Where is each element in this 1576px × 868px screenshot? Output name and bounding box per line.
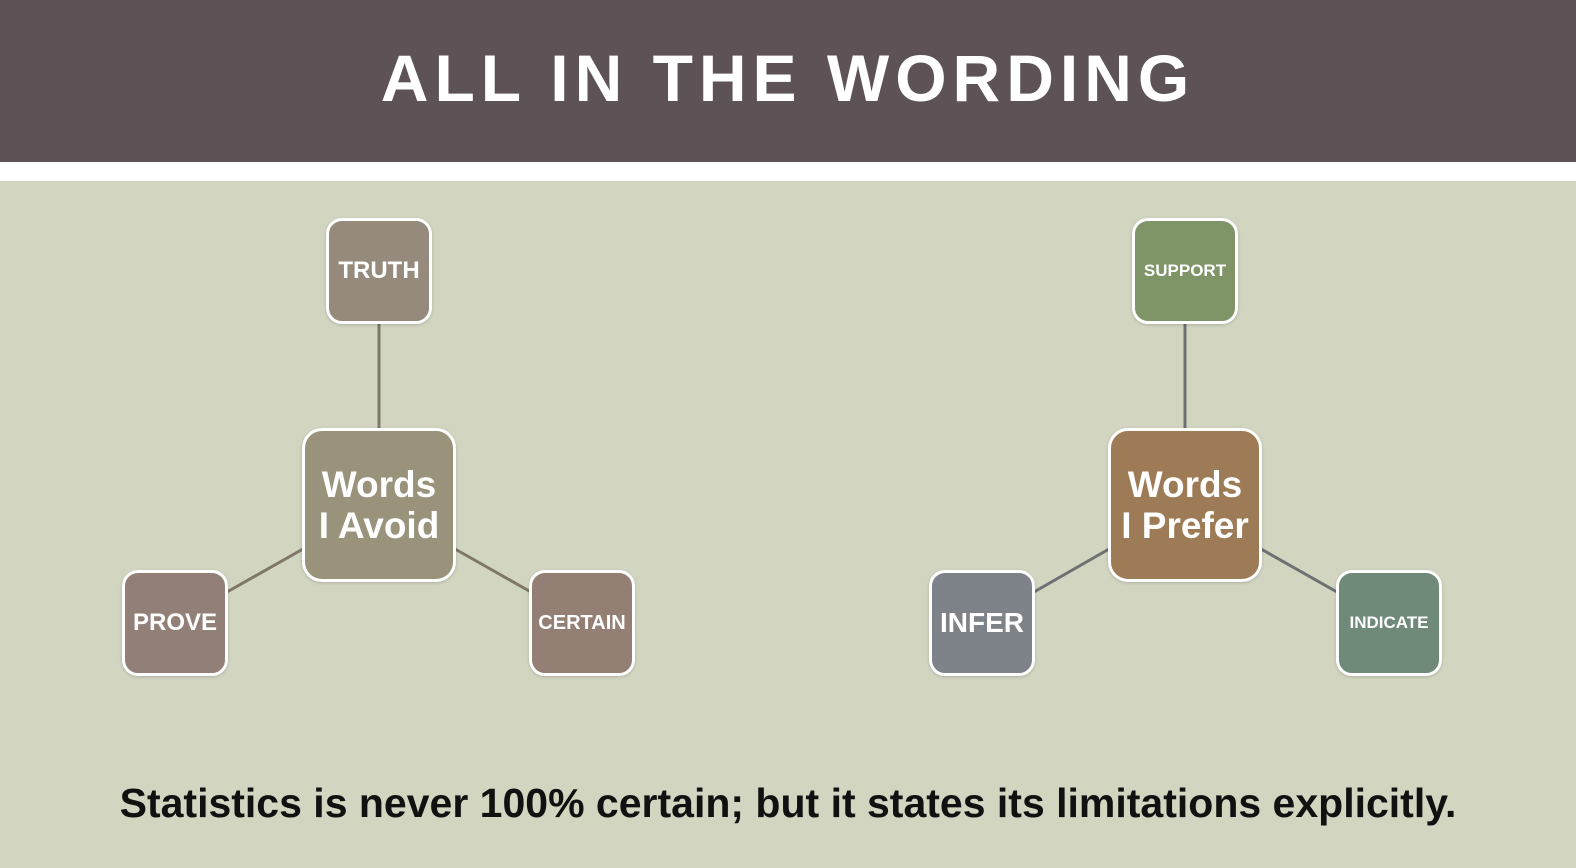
connector-avoid-prove <box>226 547 304 594</box>
node-support: SUPPORT <box>1132 218 1238 324</box>
connector-avoid-certain <box>454 547 532 594</box>
banner-divider <box>0 162 1576 181</box>
node-words-i-prefer: Words I Prefer <box>1108 428 1262 582</box>
node-prove-label: PROVE <box>132 609 218 636</box>
node-indicate-label: INDICATE <box>1349 613 1429 632</box>
node-certain-label: CERTAIN <box>538 611 626 634</box>
node-prove: PROVE <box>122 570 228 676</box>
node-indicate: INDICATE <box>1336 570 1442 676</box>
slide-title: ALL IN THE WORDING <box>380 41 1196 115</box>
connector-prefer-infer <box>1033 547 1110 594</box>
node-truth-label: TRUTH <box>338 257 420 284</box>
node-infer-label: INFER <box>940 607 1024 638</box>
footer-note: Statistics is never 100% certain; but it… <box>119 780 1457 826</box>
node-words-i-avoid: Words I Avoid <box>302 428 456 582</box>
node-truth: TRUTH <box>326 218 432 324</box>
connector-prefer-indicate <box>1260 547 1338 594</box>
node-support-label: SUPPORT <box>1143 261 1227 280</box>
node-words-i-prefer-label: Words I Prefer <box>1121 463 1249 546</box>
node-words-i-avoid-label: Words I Avoid <box>318 463 440 546</box>
node-infer: INFER <box>929 570 1035 676</box>
node-certain: CERTAIN <box>529 570 635 676</box>
title-banner: ALL IN THE WORDING <box>0 0 1576 162</box>
